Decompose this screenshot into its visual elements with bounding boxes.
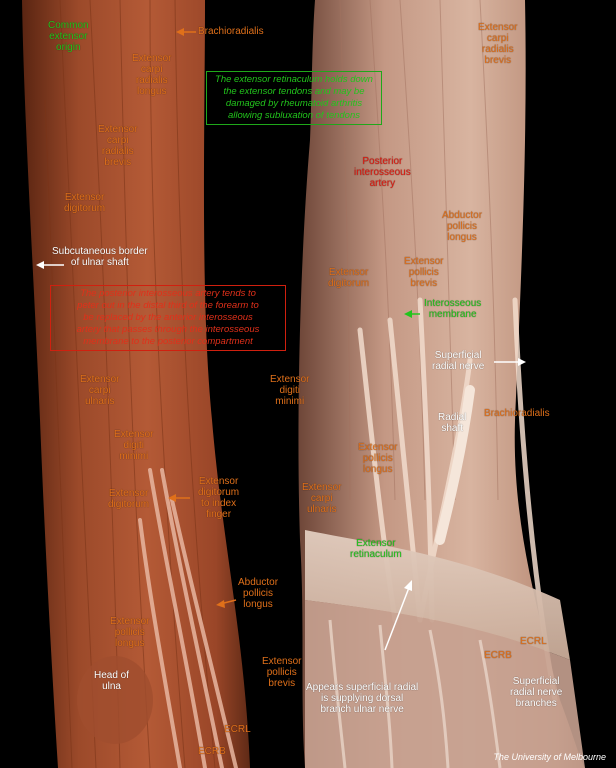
label-edm-left: Extensor digiti minimi [114, 429, 154, 462]
label-ed-left: Extensor digitorum [64, 192, 106, 214]
extensor-retinaculum-band [305, 530, 570, 660]
label-ecu-left: Extensor carpi ulnaris [80, 374, 120, 407]
label-superficial-radial-nerve: Superficial radial nerve [432, 350, 485, 372]
label-ecrb-right: ECRB [484, 650, 512, 661]
left-forearm [22, 0, 250, 768]
credit-text: The University of Melbourne [493, 752, 606, 762]
label-ed-left-lower: Extensor digitorum [108, 488, 150, 510]
label-ecrl-left: Extensor carpi radialis longus [132, 53, 172, 97]
label-ecrl-left-bottom: ECRL [224, 724, 251, 735]
label-brachioradialis-right: Brachioradialis [484, 408, 550, 419]
label-extensor-retinaculum: Extensor retinaculum [350, 538, 402, 560]
label-interosseous-membrane: Interosseous membrane [424, 298, 482, 320]
label-epb-left: Extensor pollicis brevis [262, 656, 302, 689]
label-ecrb-left: Extensor carpi radialis brevis [98, 124, 138, 168]
label-common-extensor-origin: Common extensor origin [48, 20, 89, 53]
label-epl-right: Extensor pollicis longus [358, 442, 398, 475]
retinaculum-note: The extensor retinaculum holds down the … [206, 71, 382, 125]
label-superficial-branches: Superficial radial nerve branches [510, 676, 563, 709]
label-ed-index: Extensor digitorum to index finger [198, 476, 240, 520]
label-appears-superficial: Appears superficial radial is supplying … [306, 682, 419, 715]
radial-shaft [435, 385, 475, 545]
label-ulnar-border: Subcutaneous border of ulnar shaft [52, 246, 148, 268]
label-apl-right: Abductor pollicis longus [442, 210, 483, 243]
label-apl-left: Abductor pollicis longus [238, 577, 279, 610]
label-head-of-ulna: Head of ulna [94, 670, 130, 692]
label-ecrb-left-bottom: ECRB [198, 746, 226, 757]
head-of-ulna [77, 656, 153, 744]
label-ecrb-right-top: Extensor carpi radialis brevis [478, 22, 518, 66]
label-epl-left: Extensor pollicis longus [110, 616, 150, 649]
artery-note: The posterior interosseous artery tends … [50, 285, 286, 351]
label-ecrl-right: ECRL [520, 636, 547, 647]
label-ecu-right: Extensor carpi ulnaris [302, 482, 342, 515]
label-brachioradialis-top: Brachioradialis [198, 26, 264, 37]
label-epb-right: Extensor pollicis brevis [404, 256, 444, 289]
label-posterior-interosseous-artery: Posterior interosseous artery [354, 156, 411, 189]
label-edm-right: Extensor digiti minimi [270, 374, 310, 407]
label-ed-right: Extensor digitorum [328, 267, 370, 289]
label-radial-shaft: Radial shaft [438, 412, 467, 434]
